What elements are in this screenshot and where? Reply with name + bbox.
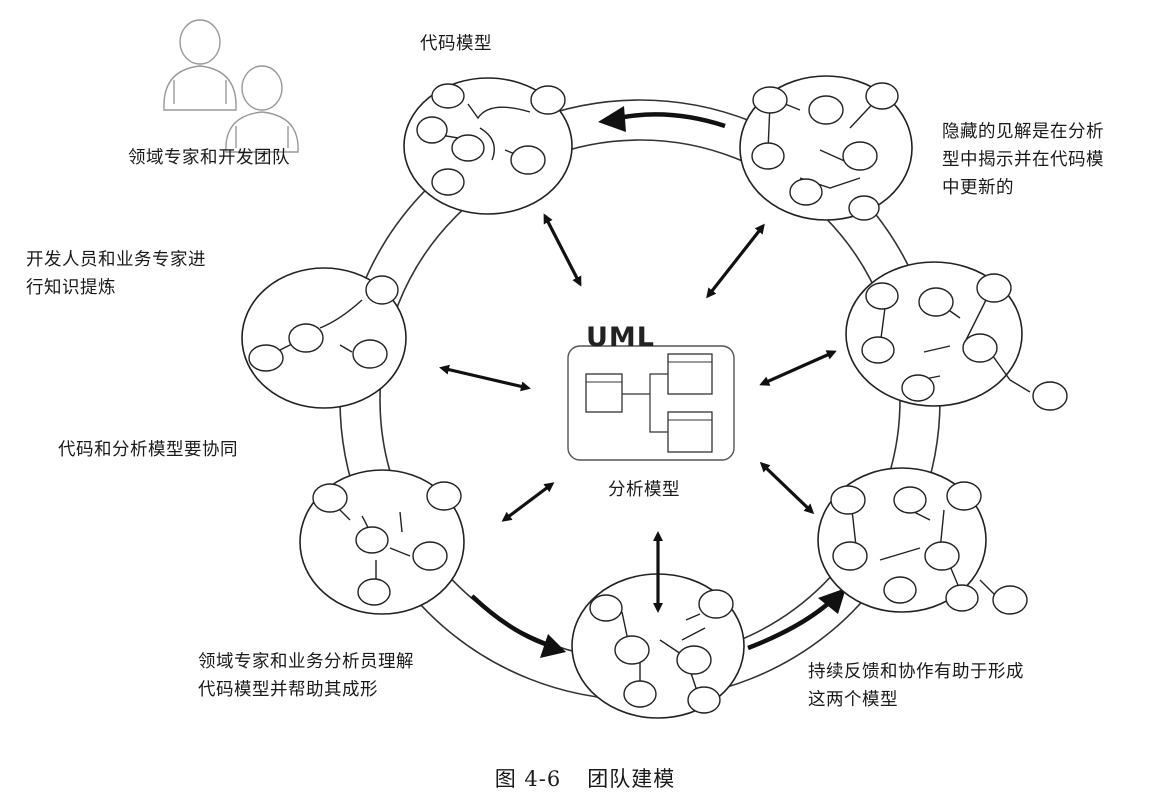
label-continuous-feedback-line-2: 这两个模型 <box>808 690 898 710</box>
label-domain-experts-team: 领域专家和开发团队 <box>128 148 290 168</box>
label-domain-analysts-understand: 领域专家和业务分析员理解 代码模型并帮助其成形 <box>198 648 414 704</box>
flow-arrow-bottom-left-head <box>540 634 566 658</box>
figure-caption: 图 4-6 团队建模 <box>0 763 1170 793</box>
model-circle-bottom <box>571 573 745 719</box>
label-analysis-model: 分析模型 <box>608 480 680 500</box>
label-knowledge-crunching-line-1: 开发人员和业务专家进 <box>26 250 206 270</box>
label-code-analysis-sync: 代码和分析模型要协同 <box>58 440 238 460</box>
label-code-model: 代码模型 <box>420 34 492 54</box>
uml-title: UML <box>586 322 655 353</box>
label-hidden-insights-line-1: 隐藏的见解是在分析 <box>942 122 1104 142</box>
model-circle-left <box>241 267 407 409</box>
flow-arrow-top-head <box>598 106 626 132</box>
double-arrow-left <box>439 364 531 392</box>
flow-arrow-top <box>617 112 726 129</box>
model-circle-bottom-left <box>299 469 465 615</box>
label-hidden-insights-line-2: 型中揭示并在代码模 <box>942 150 1104 170</box>
model-circle-bottom-right <box>817 467 1028 615</box>
label-continuous-feedback: 持续反馈和协作有助于形成 这两个模型 <box>808 658 1024 714</box>
model-circle-right <box>845 261 1068 411</box>
figure-title: 团队建模 <box>587 767 676 791</box>
label-continuous-feedback-line-1: 持续反馈和协作有助于形成 <box>808 662 1024 682</box>
double-arrow-right <box>759 350 837 386</box>
flow-arrow-bottom-right <box>747 600 832 651</box>
double-arrow-bottom-left <box>501 482 555 522</box>
double-arrow-bottom-right <box>759 461 815 515</box>
people-icon <box>163 19 299 153</box>
model-circle-top-right <box>739 75 913 221</box>
label-knowledge-crunching-line-2: 行知识提炼 <box>26 278 116 298</box>
uml-analysis-box <box>567 345 735 461</box>
label-hidden-insights: 隐藏的见解是在分析 型中揭示并在代码模 中更新的 <box>942 118 1104 202</box>
double-arrow-top-left <box>543 213 582 287</box>
flow-arrow-bottom-right-head <box>818 588 846 614</box>
label-hidden-insights-line-3: 中更新的 <box>942 178 1014 198</box>
double-arrow-top-right <box>706 223 765 299</box>
model-circle-top <box>403 77 573 215</box>
label-domain-analysts-line-1: 领域专家和业务分析员理解 <box>198 652 414 672</box>
figure-number: 图 4-6 <box>494 767 562 791</box>
flow-arrow-bottom-left <box>470 594 549 648</box>
label-domain-analysts-line-2: 代码模型并帮助其成形 <box>198 680 378 700</box>
label-knowledge-crunching: 开发人员和业务专家进 行知识提炼 <box>26 246 206 302</box>
